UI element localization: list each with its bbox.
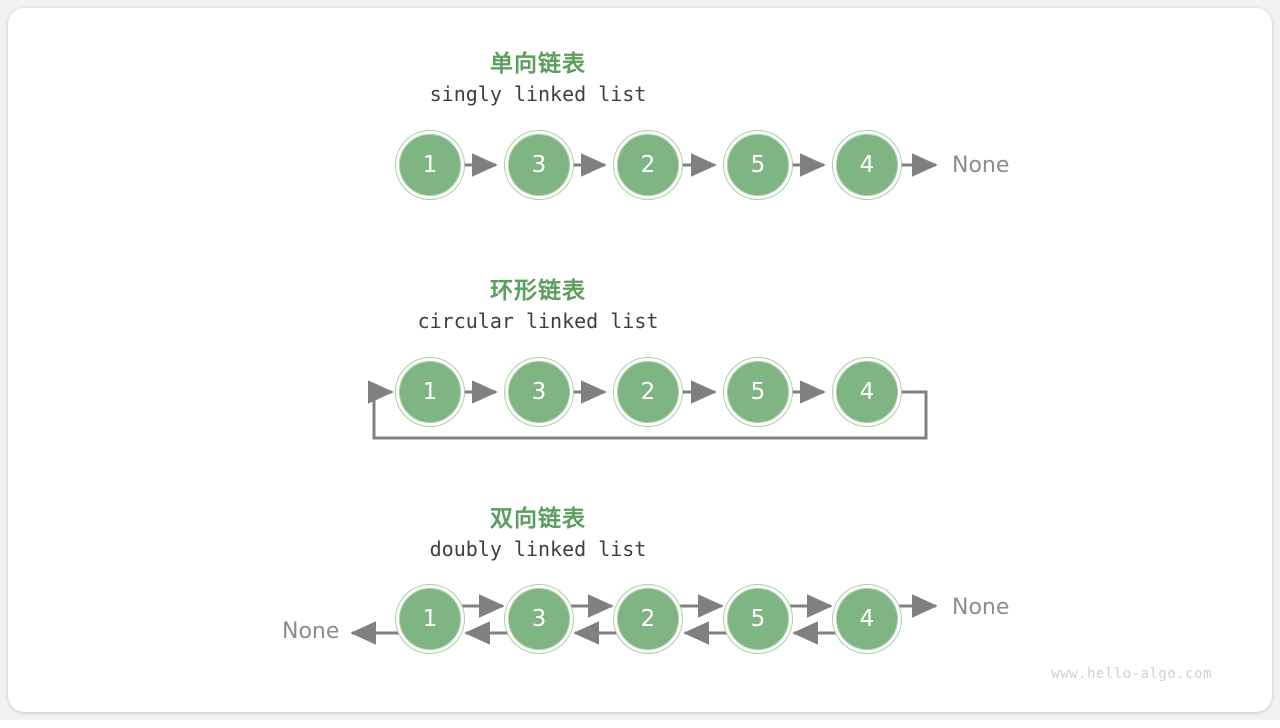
- linked-list-graphics: 1 3 2: [350, 130, 938, 654]
- circular-nodes: 1 3 2: [395, 357, 902, 427]
- doubly-node-3-value: 5: [751, 606, 766, 632]
- site-watermark: www.hello-algo.com: [1051, 666, 1212, 682]
- doubly-node-2-value: 2: [641, 606, 656, 632]
- singly-nodes: 1 3 2: [395, 130, 902, 200]
- doubly-node-1: 3: [504, 584, 574, 654]
- singly-node-2: 2: [613, 130, 683, 200]
- singly-node-0: 1: [395, 130, 465, 200]
- singly-node-4-value: 4: [860, 152, 875, 178]
- singly-node-4: 4: [832, 130, 902, 200]
- doubly-tail-none-label: None: [952, 595, 1010, 620]
- doubly-cn-title: 双向链表: [490, 506, 586, 532]
- doubly-node-2: 2: [613, 584, 683, 654]
- singly-cn-title: 单向链表: [490, 51, 586, 77]
- circular-node-2-value: 2: [641, 379, 656, 405]
- doubly-node-3: 5: [723, 584, 793, 654]
- circular-en-title: circular linked list: [417, 309, 659, 333]
- singly-node-1-value: 3: [532, 152, 547, 178]
- circular-arrows: [368, 380, 928, 440]
- doubly-node-0: 1: [395, 584, 465, 654]
- doubly-node-1-value: 3: [532, 606, 547, 632]
- circular-loopback-arrow: [368, 380, 928, 440]
- doubly-node-0-value: 1: [423, 606, 438, 632]
- singly-node-3-value: 5: [751, 152, 766, 178]
- circular-node-4: 4: [832, 357, 902, 427]
- doubly-head-none-label: None: [282, 619, 340, 644]
- circular-node-3: 5: [723, 357, 793, 427]
- doubly-node-4: 4: [832, 584, 902, 654]
- circular-node-1: 3: [504, 357, 574, 427]
- singly-node-2-value: 2: [641, 152, 656, 178]
- doubly-node-4-value: 4: [860, 606, 875, 632]
- singly-node-0-value: 1: [423, 152, 438, 178]
- circular-node-0-value: 1: [423, 379, 438, 405]
- circular-node-0: 1: [395, 357, 465, 427]
- circular-node-1-value: 3: [532, 379, 547, 405]
- circular-cn-title: 环形链表: [490, 278, 586, 304]
- diagram-stage: 单向链表 singly linked list None 环形链表 circul…: [8, 8, 1272, 712]
- singly-en-title: singly linked list: [429, 82, 647, 106]
- singly-tail-none-label: None: [952, 153, 1010, 178]
- circular-node-3-value: 5: [751, 379, 766, 405]
- diagram-card: 单向链表 singly linked list None 环形链表 circul…: [8, 8, 1272, 712]
- circular-node-2: 2: [613, 357, 683, 427]
- singly-node-1: 3: [504, 130, 574, 200]
- circular-node-4-value: 4: [860, 379, 875, 405]
- singly-node-3: 5: [723, 130, 793, 200]
- doubly-nodes: 1 3 2: [395, 584, 902, 654]
- doubly-en-title: doubly linked list: [429, 537, 647, 561]
